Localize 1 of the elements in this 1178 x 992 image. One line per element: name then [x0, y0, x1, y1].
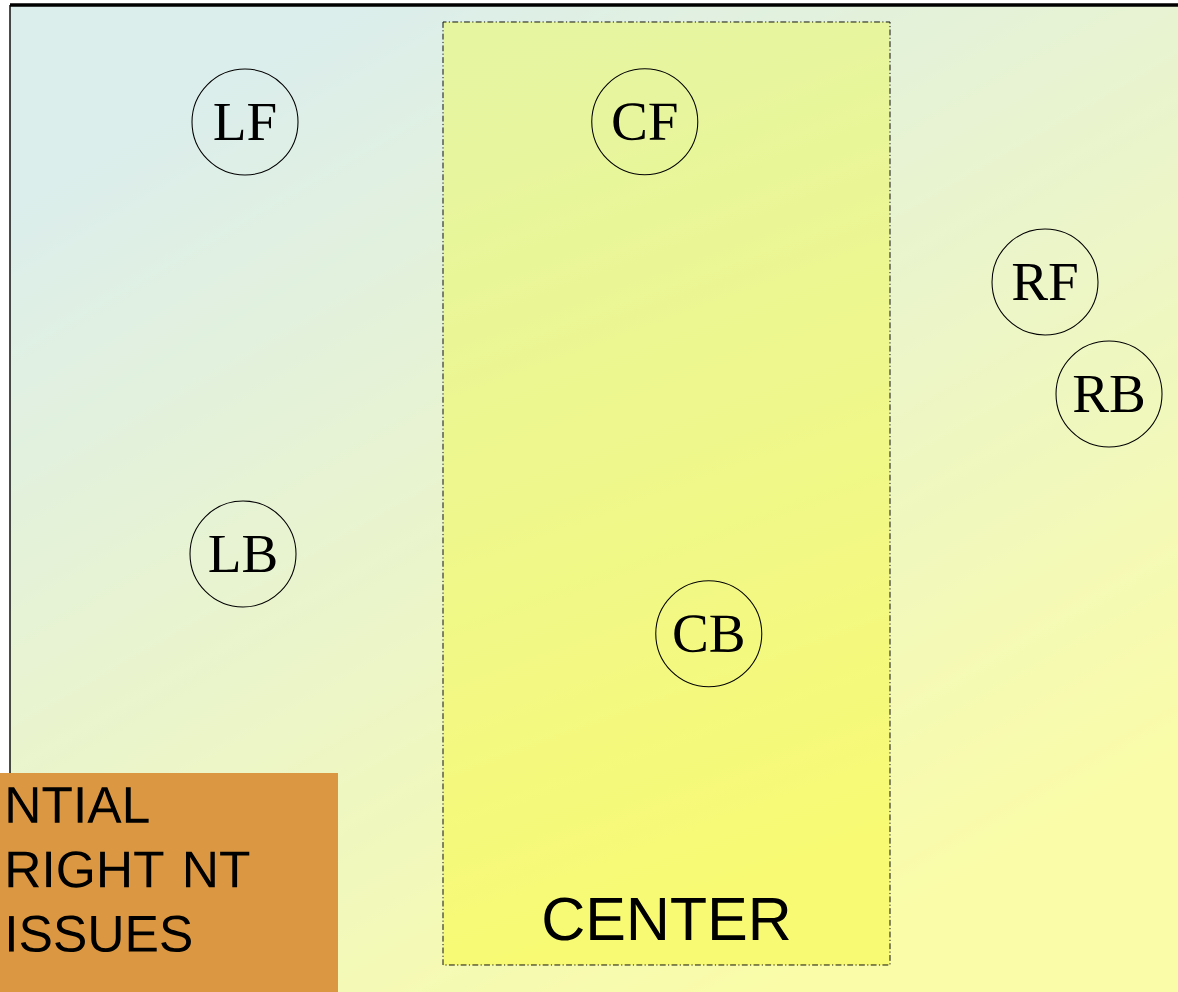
notice-box: NTIAL RIGHT NT ISSUES	[0, 773, 338, 992]
